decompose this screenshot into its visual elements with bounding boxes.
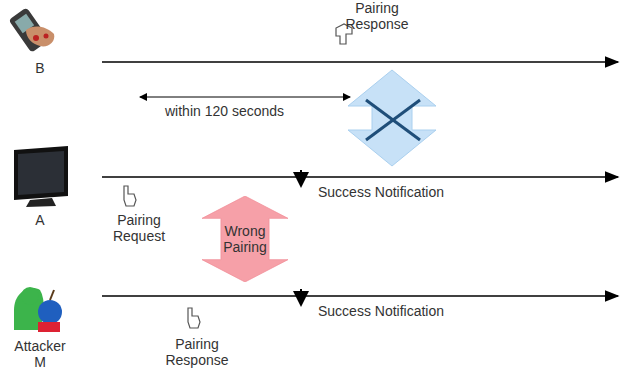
notify-arrow xyxy=(300,289,302,305)
time-label: within 120 seconds xyxy=(165,103,335,119)
device-name: B xyxy=(30,60,50,76)
notification-label: Success Notification xyxy=(318,184,498,200)
double-arrow: Wrong Pairing xyxy=(202,196,288,282)
time-span-arrow xyxy=(140,97,350,98)
action-label: Pairing Response xyxy=(342,0,412,32)
arrow-label: Wrong Pairing xyxy=(202,223,288,255)
attacker-icon xyxy=(14,287,62,332)
action-label: Pairing Request xyxy=(108,212,170,244)
notification-label: Success Notification xyxy=(318,303,498,319)
blocked-arrow xyxy=(348,70,436,166)
device-name: Attacker M xyxy=(9,338,71,370)
phone-icon xyxy=(9,7,55,52)
tv-icon xyxy=(14,146,68,207)
action-label: Pairing Response xyxy=(162,336,232,368)
notify-arrow xyxy=(300,170,302,186)
device-name: A xyxy=(30,212,50,228)
timeline-m xyxy=(102,295,618,297)
hand-icon xyxy=(124,24,352,328)
timeline-b xyxy=(102,61,618,63)
timeline-a xyxy=(102,176,618,178)
